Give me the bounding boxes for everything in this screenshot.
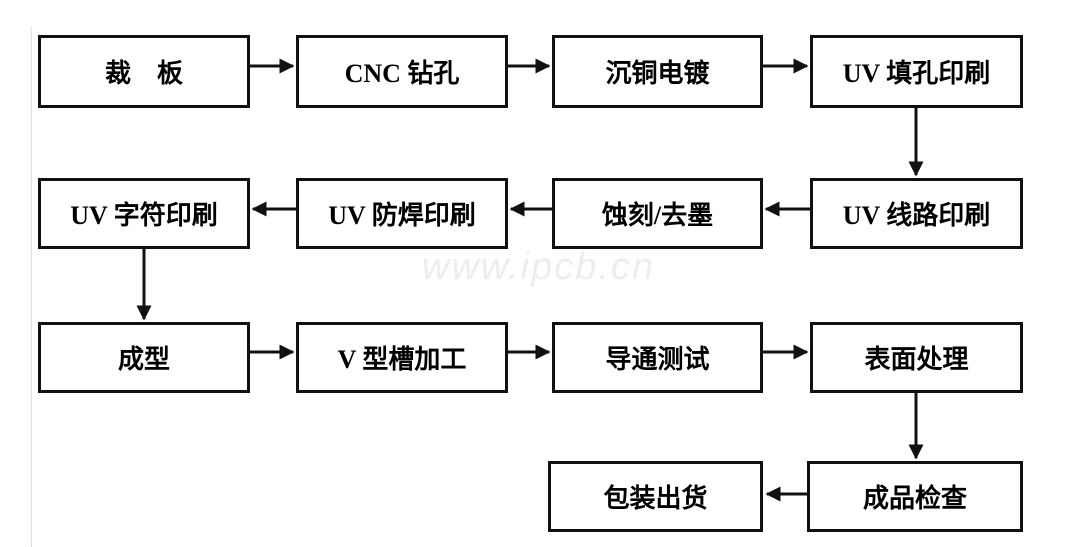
flow-node-cut-panel: 裁 板: [38, 35, 250, 108]
flow-node-v-groove-machining: V 型槽加工: [296, 322, 508, 393]
flow-node-cnc-drilling: CNC 钻孔: [296, 35, 508, 108]
flow-node-uv-legend-print: UV 字符印刷: [38, 178, 250, 249]
flow-node-uv-circuit-print: UV 线路印刷: [810, 178, 1023, 249]
flow-node-final-inspection: 成品检查: [807, 461, 1023, 532]
flow-node-uv-solder-mask-print: UV 防焊印刷: [296, 178, 508, 249]
flow-node-etching-ink-stripping: 蚀刻/去墨: [552, 178, 763, 249]
flow-node-packing-shipping: 包装出货: [548, 461, 763, 532]
flow-node-uv-hole-plugging-print: UV 填孔印刷: [810, 35, 1023, 108]
flow-node-forming: 成型: [38, 322, 250, 393]
flow-node-continuity-test: 导通测试: [552, 322, 763, 393]
dotted-guide-line: [31, 28, 32, 547]
flow-node-electroless-copper-plating: 沉铜电镀: [552, 35, 763, 108]
flow-node-surface-finishing: 表面处理: [810, 322, 1023, 393]
